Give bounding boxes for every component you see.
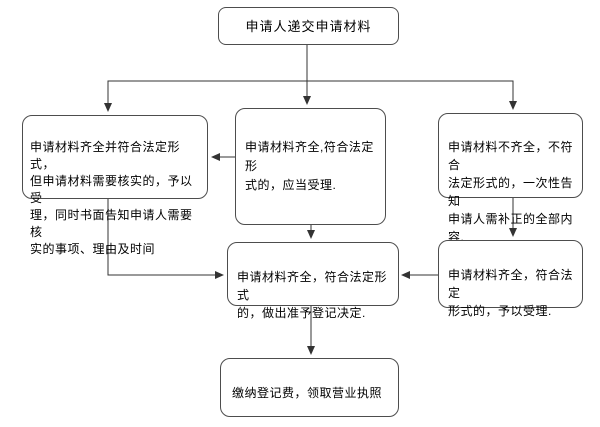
node-accept-after-correction: 申请材料齐全，符合法定 形式的，予以受理. (438, 240, 583, 318)
node-accept-with-verification-label: 申请材料齐全并符合法定形式， 但申请材料需要核实的，予以受 理，同时书面告知申请… (30, 140, 193, 256)
node-incomplete-notice-label: 申请材料不齐全，不符合 法定形式的，一次性告知 申请人需补正的全部内 容. (448, 140, 574, 244)
node-accept-after-correction-label: 申请材料齐全，符合法定 形式的，予以受理. (448, 268, 574, 318)
node-registration-decision: 申请材料齐全，符合法定形式 的，做出准予登记决定. (227, 242, 399, 320)
node-submit-materials-label: 申请人递交申请材料 (245, 18, 372, 34)
node-submit-materials: 申请人递交申请材料 (218, 7, 399, 45)
node-accept-with-verification: 申请材料齐全并符合法定形式， 但申请材料需要核实的，予以受 理，同时书面告知申请… (22, 115, 208, 256)
node-should-accept-label: 申请材料齐全,符合法定形 式的，应当受理. (245, 140, 374, 192)
node-registration-decision-label: 申请材料齐全，符合法定形式 的，做出准予登记决定. (237, 270, 388, 320)
node-pay-fee-get-license: 缴纳登记费，领取营业执照 (220, 358, 399, 417)
node-pay-fee-get-license-label: 缴纳登记费，领取营业执照 (232, 386, 383, 400)
connector-verify-to-decision (107, 199, 224, 279)
node-incomplete-notice: 申请材料不齐全，不符合 法定形式的，一次性告知 申请人需补正的全部内 容. (438, 113, 583, 244)
node-should-accept: 申请材料齐全,符合法定形 式的，应当受理. (235, 108, 386, 225)
